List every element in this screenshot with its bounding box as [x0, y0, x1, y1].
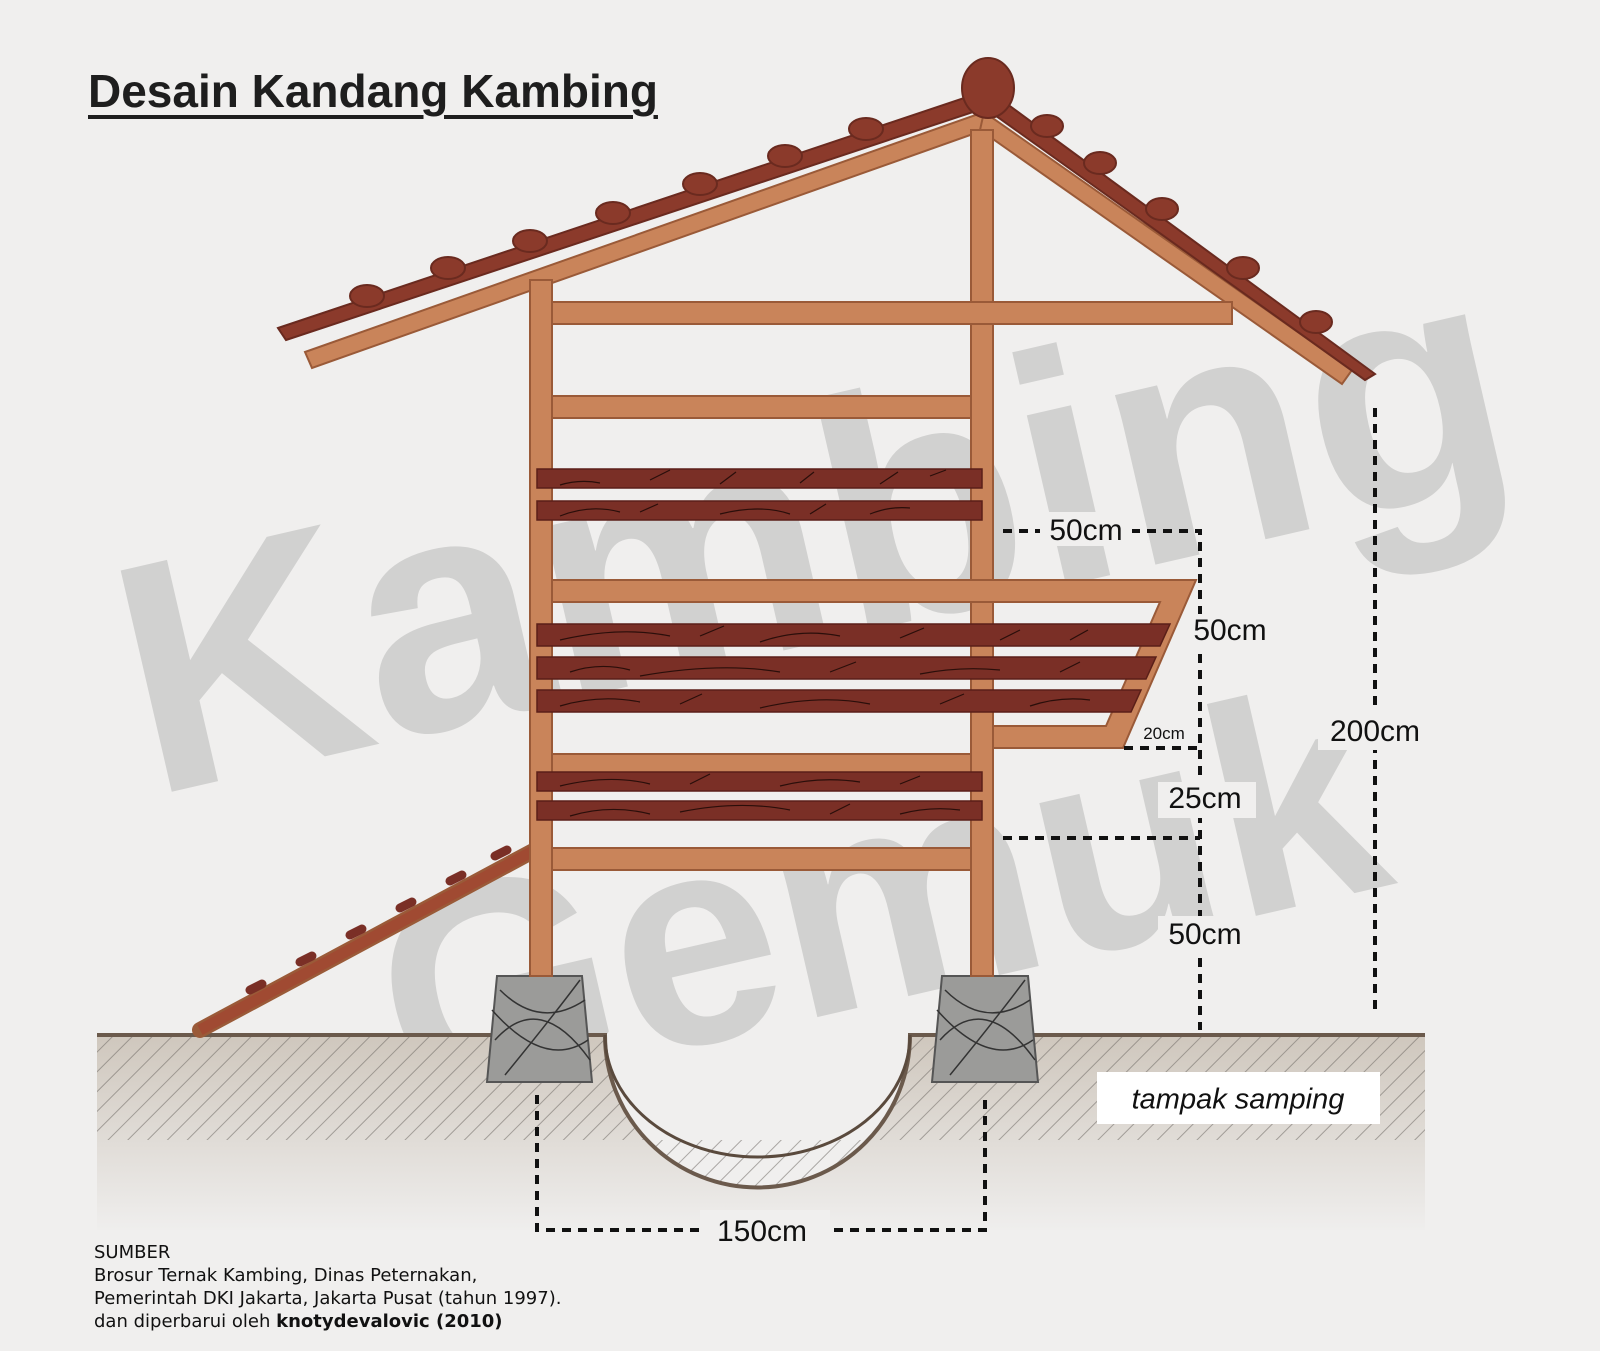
beam-1 [551, 395, 972, 419]
wood-grain [559, 469, 1091, 817]
dim-base-width: 150cm [717, 1215, 807, 1248]
dim-platform-width: 50cm [1049, 514, 1122, 547]
upper-slat-1 [536, 468, 983, 489]
collar-beam [551, 301, 1233, 325]
foundations [485, 975, 1040, 1083]
lower-slat-1 [536, 771, 983, 792]
feeder-slat-2 [536, 656, 1158, 680]
dimension-labels: 50cm 50cm 20cm 25cm 50cm 200cm 150cm [700, 512, 1432, 1250]
dim-feeder-height: 50cm [1193, 614, 1266, 647]
dim-total-height: 200cm [1330, 715, 1420, 748]
ramp [192, 842, 543, 1038]
feeder-frame [551, 579, 1198, 749]
upper-slat-2 [536, 500, 983, 521]
drain-channel [603, 1034, 912, 1159]
view-label-text: tampak samping [1132, 1084, 1345, 1116]
right-foundation [930, 975, 1040, 1083]
feeder-slat-3 [536, 689, 1143, 713]
source-block: SUMBER Brosur Ternak Kambing, Dinas Pete… [94, 1241, 561, 1333]
source-line-1: Brosur Ternak Kambing, Dinas Peternakan, [94, 1265, 478, 1286]
dim-feeder-gap: 20cm [1143, 724, 1185, 743]
beam-3 [551, 847, 972, 871]
slats [536, 468, 1172, 821]
source-line-2: Pemerintah DKI Jakarta, Jakarta Pusat (t… [94, 1288, 562, 1309]
page-title: Desain Kandang Kambing [88, 65, 658, 117]
left-foundation [485, 975, 594, 1083]
view-label: tampak samping [1097, 1072, 1380, 1124]
source-author: knotydevalovic (2010) [276, 1311, 503, 1332]
source-line-3-prefix: dan diperbarui oleh [94, 1311, 277, 1332]
source-heading: SUMBER [94, 1242, 171, 1263]
lower-slat-2 [536, 800, 983, 821]
dim-upper-gap: 25cm [1168, 782, 1241, 815]
dim-floor-height: 50cm [1168, 918, 1241, 951]
roof [276, 57, 1377, 382]
source-line-3: dan diperbarui oleh knotydevalovic (2010… [94, 1310, 561, 1333]
ground [97, 1033, 1425, 1230]
feeder-slat-1 [536, 623, 1172, 647]
right-post [970, 129, 994, 977]
